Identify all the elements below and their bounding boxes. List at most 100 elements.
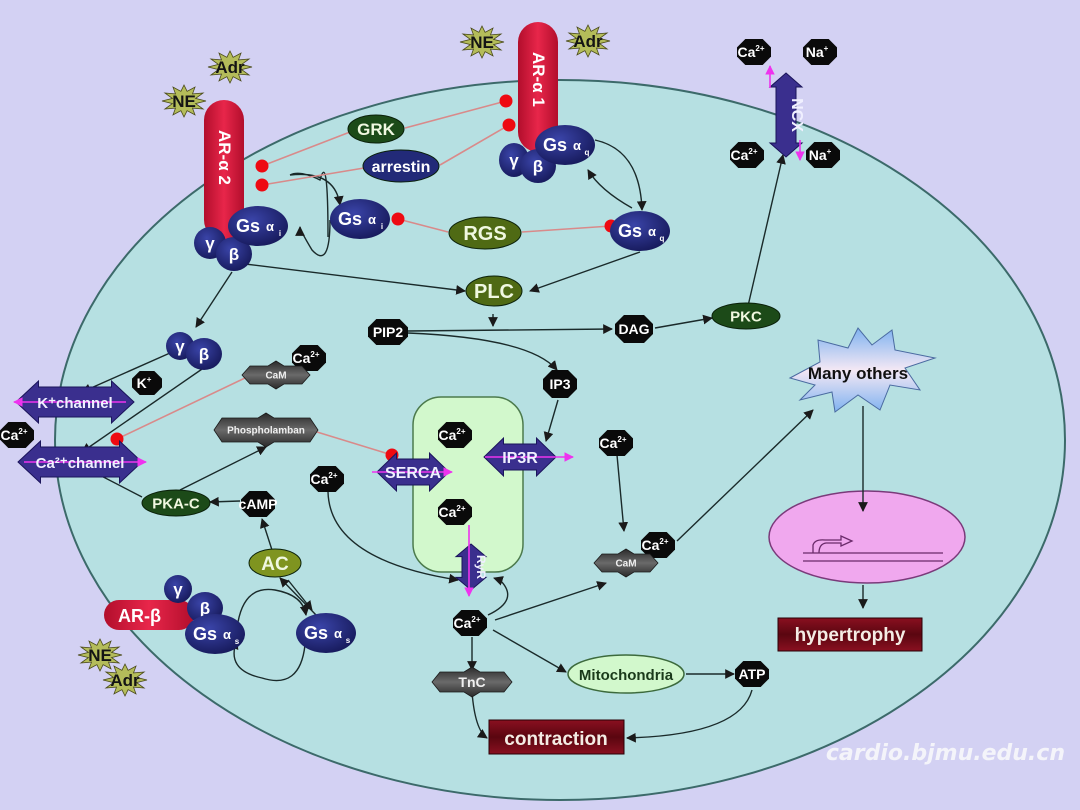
contraction-box[interactable]: contraction: [488, 719, 625, 755]
exchanger-ncx-label: NCX: [788, 98, 805, 132]
enzyme-rgs-label: RGS: [463, 223, 506, 245]
hypertrophy-box[interactable]: hypertrophy: [777, 617, 923, 652]
ligand-label: NE: [470, 33, 494, 52]
enzyme-pka-shape: [141, 489, 211, 517]
g-beta-alpha2-shape: [216, 237, 252, 271]
g-beta-alpha2[interactable]: β: [216, 237, 252, 271]
link-ca-cytosol-cam: [616, 454, 629, 532]
channel-ip3r[interactable]: IP3R: [483, 436, 574, 478]
exchanger-ncx[interactable]: NCX: [765, 65, 805, 161]
ion-ca-sr-bottom[interactable]: Ca2+: [438, 499, 472, 525]
ion-k-shape: [132, 371, 162, 395]
ion-ca-in-ncx[interactable]: Ca2+: [730, 142, 764, 168]
enzyme-pkc[interactable]: PKC: [711, 302, 781, 330]
g-beta-free[interactable]: β: [186, 338, 222, 370]
receptor-ar-alpha2[interactable]: AR-α 2: [204, 100, 244, 240]
ion-ca-out-ncx-shape: [737, 39, 771, 65]
link-ca-cam: [494, 581, 607, 621]
enzyme-ac[interactable]: AC: [248, 548, 302, 578]
g-beta-alpha1-label: β: [533, 157, 543, 176]
many-others-label: Many others: [808, 364, 908, 383]
messenger-camp-label: cAMP: [239, 496, 278, 512]
gs-label: Gs: [304, 623, 328, 643]
protein-tnc-shape: [431, 666, 513, 698]
g-gamma-beta[interactable]: γ: [164, 575, 192, 603]
receptor-ar-beta[interactable]: AR-β: [104, 600, 194, 630]
messenger-dag-shape: [615, 315, 653, 343]
ion-ca-out-ncx[interactable]: Ca2+: [737, 39, 771, 65]
ligand-ne-alpha1[interactable]: NE: [459, 25, 505, 59]
protein-tnc[interactable]: TnC: [431, 666, 513, 698]
messenger-pip2[interactable]: PIP2: [368, 319, 408, 345]
inhibit-phospholamban-serca: [316, 431, 393, 456]
channel-ca[interactable]: Ca²⁺channel: [17, 439, 147, 485]
mitochondria-label: Mitochondria: [579, 667, 674, 684]
ion-ca-cam-left-shape: [292, 345, 326, 371]
link-pip2-ip3: [407, 332, 558, 371]
ligand-burst: [565, 24, 611, 58]
enzyme-rgs[interactable]: RGS: [448, 216, 522, 250]
ion-ca-cam-left[interactable]: Ca2+: [292, 345, 326, 371]
ion-na-in[interactable]: Na+: [806, 142, 840, 168]
many-others[interactable]: Many others: [788, 327, 937, 413]
link-tnc-contraction: [471, 691, 488, 739]
ion-na-out-shape: [803, 39, 837, 65]
ion-ca-cam-right[interactable]: Ca2+: [641, 532, 675, 558]
protein-cam-right[interactable]: CaM: [593, 548, 659, 578]
protein-phospholamban[interactable]: Phospholamban: [213, 412, 319, 448]
inhibit-grk-alpha2: [261, 100, 507, 167]
ion-ca-influx[interactable]: Ca2+: [310, 466, 344, 492]
ligand-ne-alpha2[interactable]: NE: [161, 84, 207, 118]
ion-ca-release[interactable]: Ca2+: [453, 610, 487, 636]
ligand-ne-beta[interactable]: NE: [77, 638, 123, 672]
g-gamma-free-label: γ: [175, 337, 185, 356]
pump-serca[interactable]: SERCA: [372, 451, 453, 493]
ion-ca-sr-top[interactable]: Ca2+: [438, 422, 472, 448]
receptor-label: AR-α 2: [215, 130, 234, 185]
inhibit-rgs-gi: [397, 218, 612, 233]
messenger-dag[interactable]: DAG: [615, 315, 653, 343]
ligand-adr-beta[interactable]: Adr: [102, 663, 148, 697]
ligand-adr-alpha1[interactable]: Adr: [565, 24, 611, 58]
gs-label: Gs: [193, 624, 217, 644]
ion-ca-extracellular[interactable]: Ca2+: [0, 422, 34, 448]
messenger-ip3[interactable]: IP3: [543, 370, 577, 398]
ligand-adr-alpha2[interactable]: Adr: [207, 50, 253, 84]
alpha-subscript: q: [585, 148, 590, 157]
enzyme-plc[interactable]: PLC: [465, 275, 523, 307]
ion-k[interactable]: K+: [132, 371, 162, 395]
channel-k[interactable]: K⁺channel: [13, 379, 135, 425]
enzyme-pka[interactable]: PKA-C: [141, 489, 211, 517]
link-gs-cycle-top: [237, 588, 310, 623]
link-pka-phospholamban: [179, 446, 267, 491]
channel-ryr[interactable]: RyR: [454, 525, 488, 597]
messenger-camp[interactable]: cAMP: [239, 491, 278, 517]
protein-arrestin[interactable]: arrestin: [362, 149, 440, 183]
link-dag-pkc: [654, 314, 713, 329]
ion-ca-cytosol[interactable]: Ca2+: [599, 430, 633, 456]
gs-label: Gs: [338, 209, 362, 229]
alpha-label: α: [368, 212, 376, 227]
link-betagamma-release: [195, 271, 233, 328]
enzyme-ac-shape: [248, 548, 302, 578]
protein-cam-left[interactable]: CaM: [241, 360, 311, 390]
ion-ca-extracellular-shape: [0, 422, 34, 448]
g-alpha-shape: [535, 125, 595, 165]
ion-na-out[interactable]: Na+: [803, 39, 837, 65]
enzyme-grk[interactable]: GRK: [347, 114, 405, 144]
ligand-label: Adr: [573, 32, 603, 51]
g-alpha-shape: [228, 206, 288, 246]
messenger-atp[interactable]: ATP: [735, 661, 769, 687]
receptor-ar-alpha1[interactable]: AR-α 1: [518, 22, 558, 152]
enzyme-plc-shape: [465, 275, 523, 307]
protein-phospholamban-label: Phospholamban: [227, 426, 305, 437]
mitochondria[interactable]: Mitochondria: [567, 654, 685, 694]
